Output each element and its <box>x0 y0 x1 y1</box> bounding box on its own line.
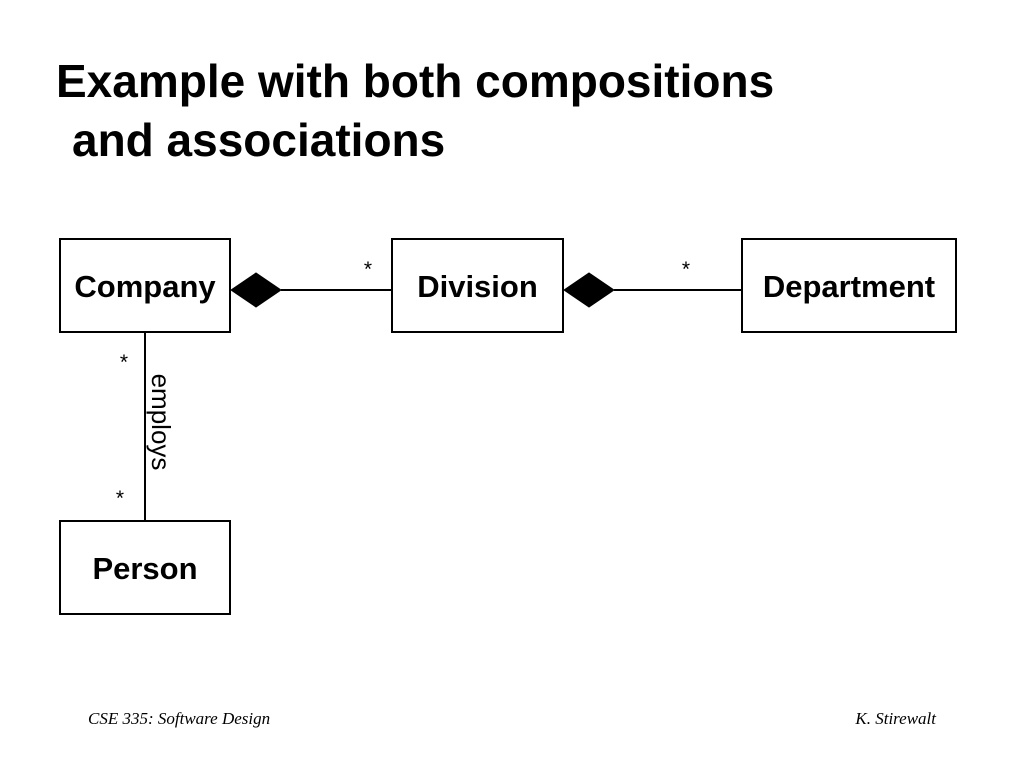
slide-title: Example with both compositions and assoc… <box>56 52 996 170</box>
association-company-person: * * employs <box>116 332 176 521</box>
class-department-box <box>741 238 957 333</box>
multiplicity-division: * <box>364 258 372 281</box>
class-division: Division <box>391 238 564 333</box>
composition-diamond-company <box>230 272 282 308</box>
composition-company-division: * <box>230 258 392 308</box>
multiplicity-company-end: * <box>120 351 128 374</box>
multiplicity-department: * <box>682 258 690 281</box>
class-department-label: Department <box>763 269 935 304</box>
class-person: Person <box>59 520 231 615</box>
association-label-employs: employs <box>146 374 176 471</box>
multiplicity-person-end: * <box>116 487 124 510</box>
class-company: Company <box>59 238 231 333</box>
class-person-label: Person <box>92 551 197 586</box>
class-department: Department <box>741 238 957 333</box>
composition-diamond-division <box>563 272 615 308</box>
composition-division-department: * <box>563 258 742 308</box>
class-division-label: Division <box>417 269 538 304</box>
footer-author: K. Stirewalt <box>855 709 936 728</box>
footer-course: CSE 335: Software Design <box>88 709 271 728</box>
class-company-label: Company <box>74 269 216 304</box>
title-line-2: and associations <box>72 114 446 166</box>
class-division-box <box>391 238 564 333</box>
title-line-1: Example with both compositions <box>56 55 775 107</box>
